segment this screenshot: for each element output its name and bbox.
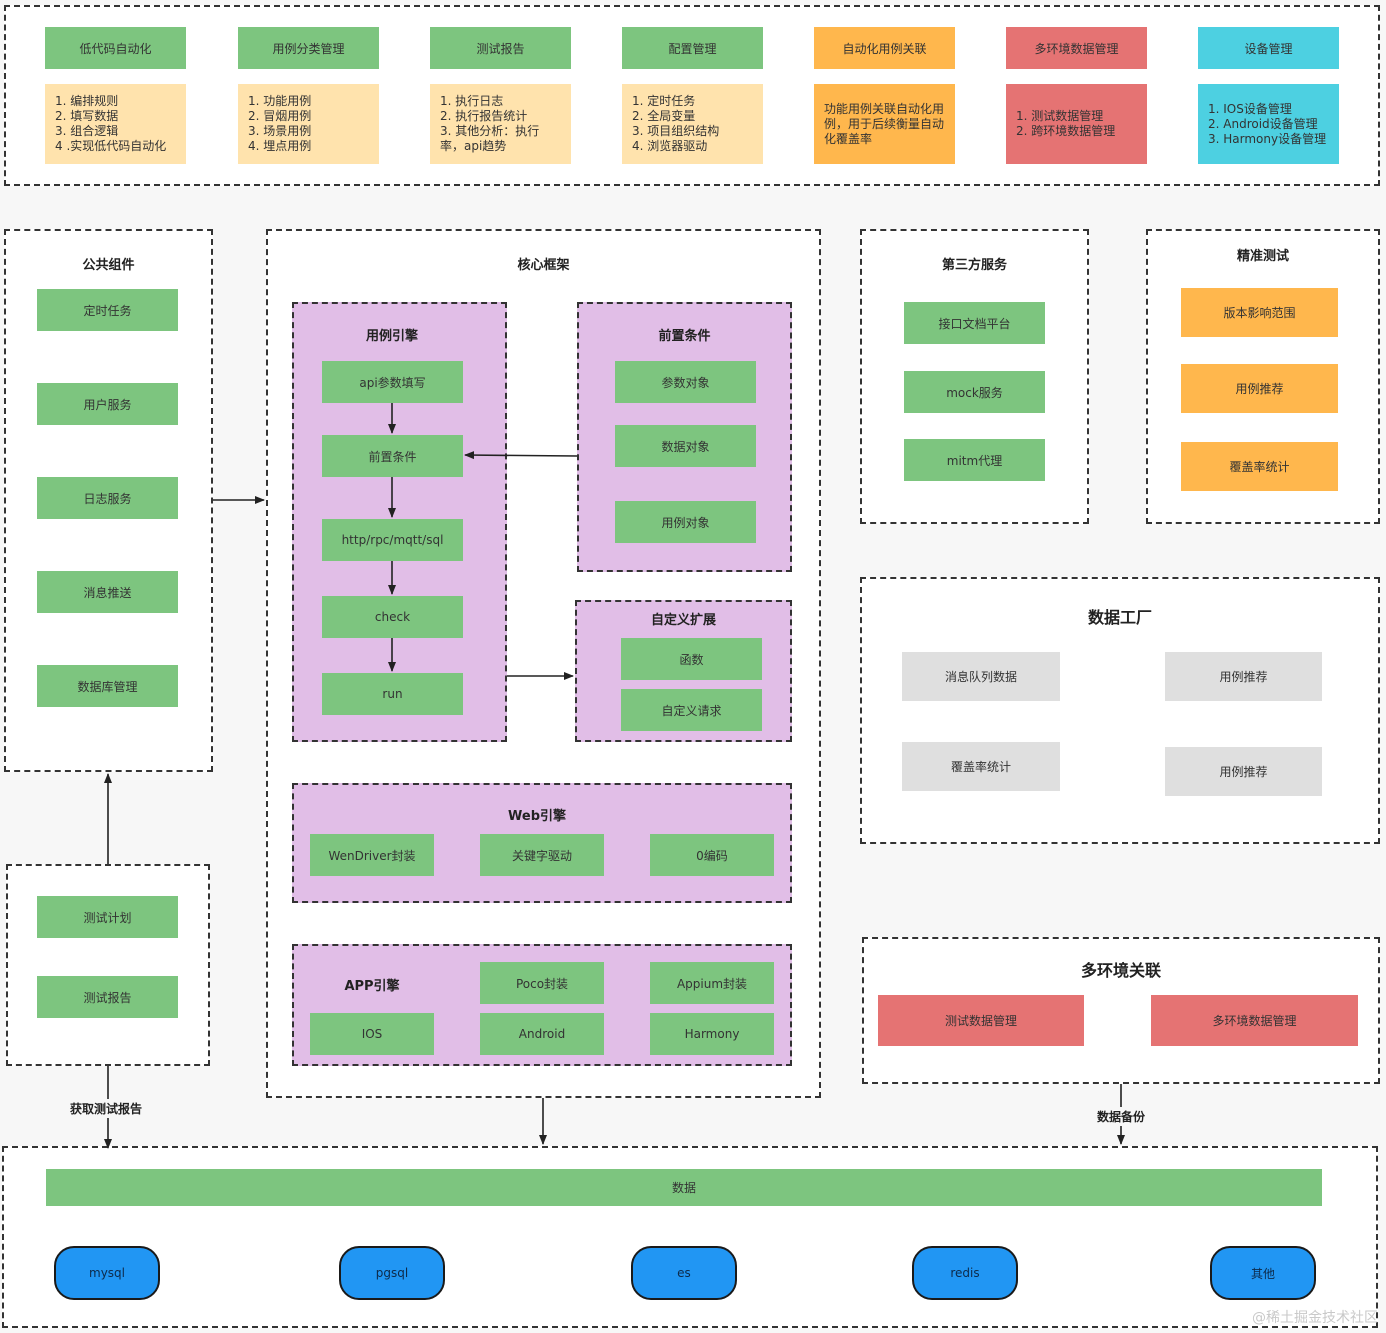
data-factory-title: 数据工厂 <box>1087 608 1152 627</box>
app-item-appium: Appium封装 <box>650 962 774 1004</box>
module-title-config: 配置管理 <box>622 27 763 69</box>
case-engine-title: 用例引擎 <box>365 329 418 344</box>
precision-impact-scope: 版本影响范围 <box>1181 288 1338 337</box>
data-bar: 数据 <box>46 1169 1322 1206</box>
arrow-precondition-panel-to-engine <box>464 451 578 460</box>
custom-ext-function: 函数 <box>621 638 762 680</box>
third-party-api-docs: 接口文档平台 <box>904 302 1045 344</box>
app-item-harmony: Harmony <box>650 1013 774 1055</box>
engine-step-precondition: 前置条件 <box>322 435 463 477</box>
edge-label-get-report: 获取测试报告 <box>68 1099 145 1118</box>
web-item-webdriver: WenDriver封装 <box>310 834 434 876</box>
precondition-param-object: 参数对象 <box>615 361 756 403</box>
edge-label-backup: 数据备份 <box>1095 1107 1148 1126</box>
data-factory-recommend-2: 用例推荐 <box>1165 747 1322 796</box>
precondition-case-object: 用例对象 <box>615 501 756 543</box>
test-plan-item: 测试计划 <box>37 896 178 938</box>
store-es: es <box>631 1246 737 1300</box>
module-title-case-category: 用例分类管理 <box>238 27 379 69</box>
custom-extension-title: 自定义扩展 <box>650 613 716 628</box>
module-title-test-report: 测试报告 <box>430 27 571 69</box>
store-other: 其他 <box>1210 1246 1316 1300</box>
web-item-zero-code: 0编码 <box>650 834 774 876</box>
engine-step-protocol: http/rpc/mqtt/sql <box>322 519 463 561</box>
multi-env-title: 多环境关联 <box>1080 961 1161 980</box>
app-engine-title: APP引擎 <box>344 979 400 994</box>
data-factory-mq: 消息队列数据 <box>902 652 1060 701</box>
module-title-lowcode: 低代码自动化 <box>45 27 186 69</box>
app-item-ios: IOS <box>310 1013 434 1055</box>
public-components-title: 公共组件 <box>82 258 135 273</box>
public-item-scheduler: 定时任务 <box>37 289 178 331</box>
third-party-title: 第三方服务 <box>941 258 1007 273</box>
watermark: @稀土掘金技术社区 <box>1252 1310 1378 1326</box>
web-item-keyword-driven: 关键字驱动 <box>480 834 604 876</box>
third-party-mock: mock服务 <box>904 371 1045 413</box>
precision-coverage: 覆盖率统计 <box>1181 442 1338 491</box>
multi-env-data-management: 多环境数据管理 <box>1151 995 1358 1046</box>
public-item-message-push: 消息推送 <box>37 571 178 613</box>
custom-ext-request: 自定义请求 <box>621 689 762 731</box>
engine-step-check: check <box>322 596 463 638</box>
data-factory-coverage: 覆盖率统计 <box>902 742 1060 791</box>
module-text-auto-link: 功能用例关联自动化用例，用于后续衡量自动化覆盖率 <box>814 84 955 164</box>
third-party-mitm: mitm代理 <box>904 439 1045 481</box>
module-title-auto-link: 自动化用例关联 <box>814 27 955 69</box>
precision-testing-title: 精准测试 <box>1236 249 1289 264</box>
public-item-log-service: 日志服务 <box>37 477 178 519</box>
core-framework-title: 核心框架 <box>517 258 570 273</box>
web-engine-title: Web引擎 <box>508 809 566 824</box>
module-title-multi-env: 多环境数据管理 <box>1006 27 1147 69</box>
test-report-item: 测试报告 <box>37 976 178 1018</box>
data-factory-recommend-1: 用例推荐 <box>1165 652 1322 701</box>
data-factory-panel <box>860 577 1380 844</box>
public-item-user-service: 用户服务 <box>37 383 178 425</box>
engine-step-run: run <box>322 673 463 715</box>
precision-case-recommend: 用例推荐 <box>1181 364 1338 413</box>
multi-env-test-data: 测试数据管理 <box>878 995 1084 1046</box>
app-item-poco: Poco封装 <box>480 962 604 1004</box>
store-redis: redis <box>912 1246 1018 1300</box>
store-mysql: mysql <box>54 1246 160 1300</box>
precondition-title: 前置条件 <box>658 329 711 344</box>
public-item-db-management: 数据库管理 <box>37 665 178 707</box>
module-title-device: 设备管理 <box>1198 27 1339 69</box>
precondition-data-object: 数据对象 <box>615 425 756 467</box>
store-pgsql: pgsql <box>339 1246 445 1300</box>
app-item-android: Android <box>480 1013 604 1055</box>
engine-step-api-params: api参数填写 <box>322 361 463 403</box>
